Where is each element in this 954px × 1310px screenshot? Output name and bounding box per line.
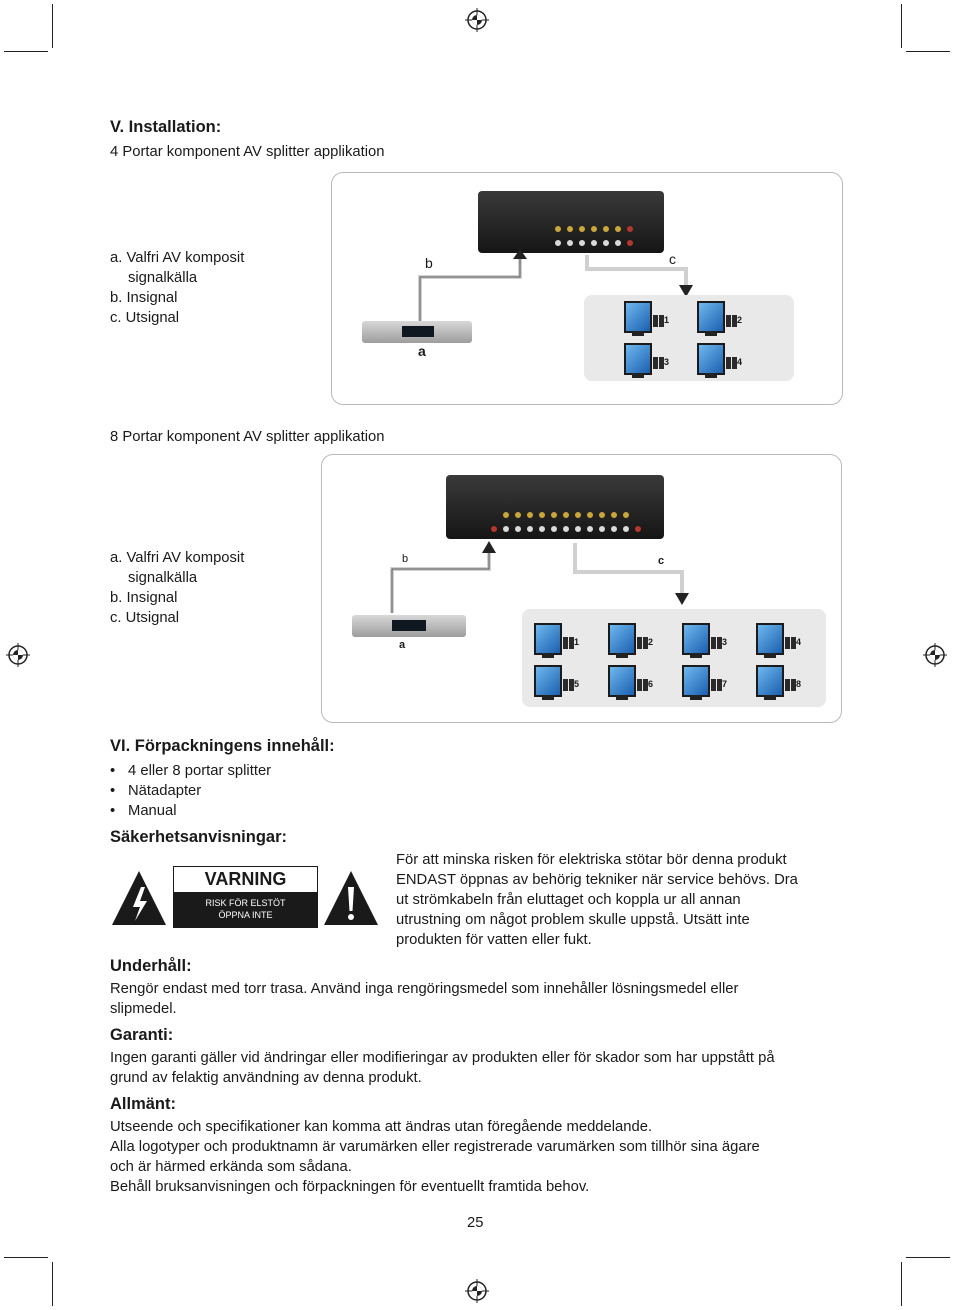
section-title-installation: V. Installation: <box>110 118 222 136</box>
safety-line: ut strömkabeln från eluttaget och koppla… <box>396 892 741 908</box>
crop-mark <box>4 51 48 52</box>
text-line: Utseende och specifikationer kan komma a… <box>110 1119 653 1135</box>
port-number: 2 <box>648 637 654 647</box>
monitor-icon: 7 <box>682 665 728 707</box>
list-item: 4 eller 8 portar splitter <box>110 761 271 781</box>
legend-b: b. Insignal <box>110 290 178 306</box>
safety-line: ENDAST öppnas av behörig tekniker när se… <box>396 872 798 888</box>
warning-title: VARNING <box>174 867 317 892</box>
list-item: Nätadapter <box>110 781 271 801</box>
registration-mark-icon <box>465 1279 489 1303</box>
section-title-warranty: Garanti: <box>110 1026 174 1044</box>
legend-c: c. Utsignal <box>110 310 180 326</box>
diagram8-label-c: c <box>658 555 665 567</box>
diagram8-caption: 8 Portar komponent AV splitter applikati… <box>110 429 385 445</box>
port-number: 3 <box>722 637 728 647</box>
av-source-player-4 <box>362 321 472 343</box>
monitor-icon: 1 <box>534 623 580 665</box>
port-number: 3 <box>664 357 670 367</box>
section-title-general: Allmänt: <box>110 1095 176 1113</box>
monitor-icon: 2 <box>608 623 654 665</box>
monitor-icon: 2 <box>697 301 743 343</box>
safety-line: utrustning om något problem skulle uppst… <box>396 912 750 928</box>
port-number: 8 <box>796 679 802 689</box>
legend-a-cont: signalkälla <box>128 270 198 286</box>
text-line: och är härmed erkända som sådana. <box>110 1159 352 1175</box>
text-line: slipmedel. <box>110 1001 177 1017</box>
section-title-maintenance: Underhåll: <box>110 957 192 975</box>
port-number: 1 <box>574 637 580 647</box>
diagram-4port: a b c 1 2 3 4 <box>331 172 843 405</box>
monitor-icon: 6 <box>608 665 654 707</box>
legend-a-cont: signalkälla <box>128 570 198 586</box>
maintenance-text: Rengör endast med torr trasa. Använd ing… <box>110 979 738 1019</box>
diagram8-label-b: b <box>402 553 409 565</box>
splitter-device-4port <box>478 191 664 253</box>
crop-mark <box>901 1262 902 1306</box>
crop-mark <box>52 4 53 48</box>
diagram-8port: a b c 1 2 3 4 5 6 7 8 <box>321 454 842 723</box>
exclamation-warning-icon <box>324 871 378 925</box>
splitter-device-8port <box>446 475 664 539</box>
legend-c: c. Utsignal <box>110 610 180 626</box>
registration-mark-icon <box>465 8 489 32</box>
port-number: 1 <box>664 315 670 325</box>
general-text: Utseende och specifikationer kan komma a… <box>110 1117 760 1197</box>
section-title-package: VI. Förpackningens innehåll: <box>110 737 335 755</box>
crop-mark <box>906 1257 950 1258</box>
text-line: Ingen garanti gäller vid ändringar eller… <box>110 1050 775 1066</box>
port-number: 2 <box>737 315 743 325</box>
port-number: 7 <box>722 679 728 689</box>
diagram4-caption: 4 Portar komponent AV splitter applikati… <box>110 144 385 160</box>
crop-mark <box>901 4 902 48</box>
diagram4-label-a: a <box>418 343 426 359</box>
crop-mark <box>52 1262 53 1306</box>
port-number: 4 <box>796 637 802 647</box>
text-line: Rengör endast med torr trasa. Använd ing… <box>110 981 739 997</box>
diagram8-legend: a. Valfri AV komposit signalkälla b. Ins… <box>110 548 244 628</box>
monitor-icon: 4 <box>756 623 802 665</box>
safety-line: För att minska risken för elektriska stö… <box>396 852 787 868</box>
monitor-icon: 8 <box>756 665 802 707</box>
signal-arrows <box>390 541 689 613</box>
warning-line1: RISK FÖR ELSTÖT <box>205 898 286 908</box>
legend-b: b. Insignal <box>110 590 178 606</box>
av-source-player-8 <box>352 615 466 637</box>
package-list: 4 eller 8 portar splitter Nätadapter Man… <box>110 761 271 821</box>
monitor-icon: 5 <box>534 665 580 707</box>
crop-mark <box>4 1257 48 1258</box>
diagram4-label-c: c <box>669 251 676 267</box>
safety-text: För att minska risken för elektriska stö… <box>396 850 798 950</box>
diagram8-label-a: a <box>399 639 406 651</box>
monitor-icon: 4 <box>697 343 743 385</box>
warranty-text: Ingen garanti gäller vid ändringar eller… <box>110 1048 775 1088</box>
monitor-icon: 3 <box>624 343 670 385</box>
diagram4-label-b: b <box>425 255 433 271</box>
text-line: grund av felaktig användning av denna pr… <box>110 1070 422 1086</box>
diagram4-legend: a. Valfri AV komposit signalkälla b. Ins… <box>110 248 244 328</box>
crop-mark <box>906 51 950 52</box>
registration-mark-icon <box>923 643 947 667</box>
list-item: Manual <box>110 801 271 821</box>
text-line: Behåll bruksanvisningen och förpackninge… <box>110 1179 590 1195</box>
legend-a: a. Valfri AV komposit <box>110 250 245 266</box>
monitor-icon: 1 <box>624 301 670 343</box>
legend-a: a. Valfri AV komposit <box>110 550 245 566</box>
signal-arrows <box>418 249 693 321</box>
warning-line2: ÖPPNA INTE <box>218 910 273 920</box>
page-number: 25 <box>467 1215 484 1231</box>
safety-line: produkten för vatten eller fukt. <box>396 932 592 948</box>
lightning-warning-icon <box>112 871 166 925</box>
monitor-panel-4 <box>584 295 794 381</box>
registration-mark-icon <box>6 643 30 667</box>
port-number: 4 <box>737 357 743 367</box>
text-line: Alla logotyper och produktnamn är varumä… <box>110 1139 760 1155</box>
port-number: 6 <box>648 679 654 689</box>
port-number: 5 <box>574 679 580 689</box>
monitor-icon: 3 <box>682 623 728 665</box>
warning-label: VARNING RISK FÖR ELSTÖT ÖPPNA INTE <box>173 866 318 928</box>
section-title-safety: Säkerhetsanvisningar: <box>110 828 287 846</box>
